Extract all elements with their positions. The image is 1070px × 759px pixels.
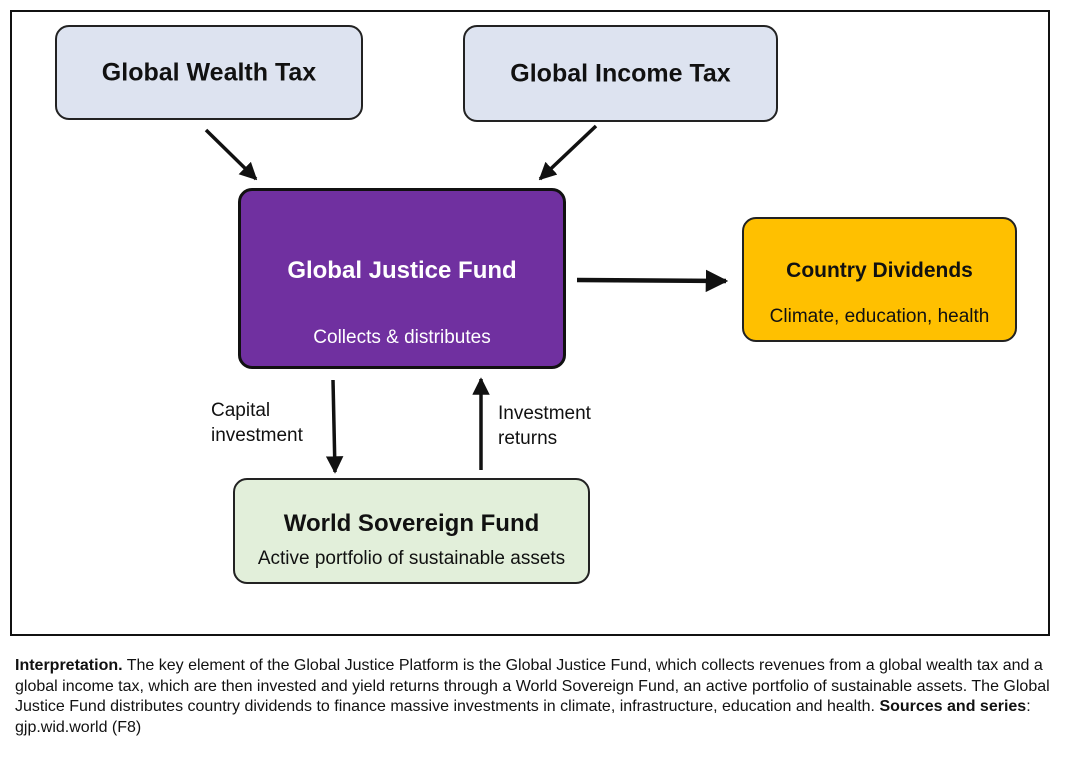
country-dividends-title: Country Dividends: [786, 259, 973, 282]
global-income-tax-node: Global Income Tax: [463, 25, 778, 122]
world-sovereign-fund-subtitle: Active portfolio of sustainable assets: [257, 548, 566, 569]
global-justice-fund-title: Global Justice Fund: [287, 257, 517, 284]
global-justice-fund-node: Global Justice Fund Collects & distribut…: [238, 188, 566, 369]
figure-caption: Interpretation. The key element of the G…: [15, 656, 1055, 738]
investment-returns-label: Investment returns: [498, 401, 591, 451]
global-wealth-tax-node: Global Wealth Tax: [55, 25, 363, 120]
arrow-wealth-to-fund: [204, 128, 258, 181]
arrow-fund-to-dividends: [576, 269, 729, 293]
country-dividends-node: Country Dividends Climate, education, he…: [742, 217, 1017, 342]
capital-investment-line-1: Capital: [211, 400, 271, 421]
world-sovereign-fund-title: World Sovereign Fund: [283, 510, 540, 537]
arrow-income-to-fund: [538, 124, 598, 181]
caption-lead: Interpretation.: [15, 657, 123, 674]
capital-investment-line-2: investment: [211, 425, 303, 446]
investment-returns-line-2: returns: [498, 428, 558, 449]
global-wealth-tax-label: Global Wealth Tax: [101, 58, 317, 86]
arrow-fund-to-sovereign: [325, 379, 344, 474]
diagram-frame: [10, 10, 1050, 636]
world-sovereign-fund-node: World Sovereign Fund Active portfolio of…: [233, 478, 590, 584]
global-justice-fund-subtitle: Collects & distributes: [313, 327, 491, 348]
caption-sources-label: Sources and series: [879, 698, 1027, 715]
caption-sources-value: : gjp.wid.world (F8): [15, 698, 1031, 736]
country-dividends-subtitle: Climate, education, health: [769, 306, 990, 327]
global-income-tax-label: Global Income Tax: [510, 59, 731, 87]
capital-investment-label: Capital investment: [211, 398, 303, 448]
caption-body: The key element of the Global Justice Pl…: [15, 657, 1050, 715]
investment-returns-line-1: Investment: [498, 403, 591, 424]
